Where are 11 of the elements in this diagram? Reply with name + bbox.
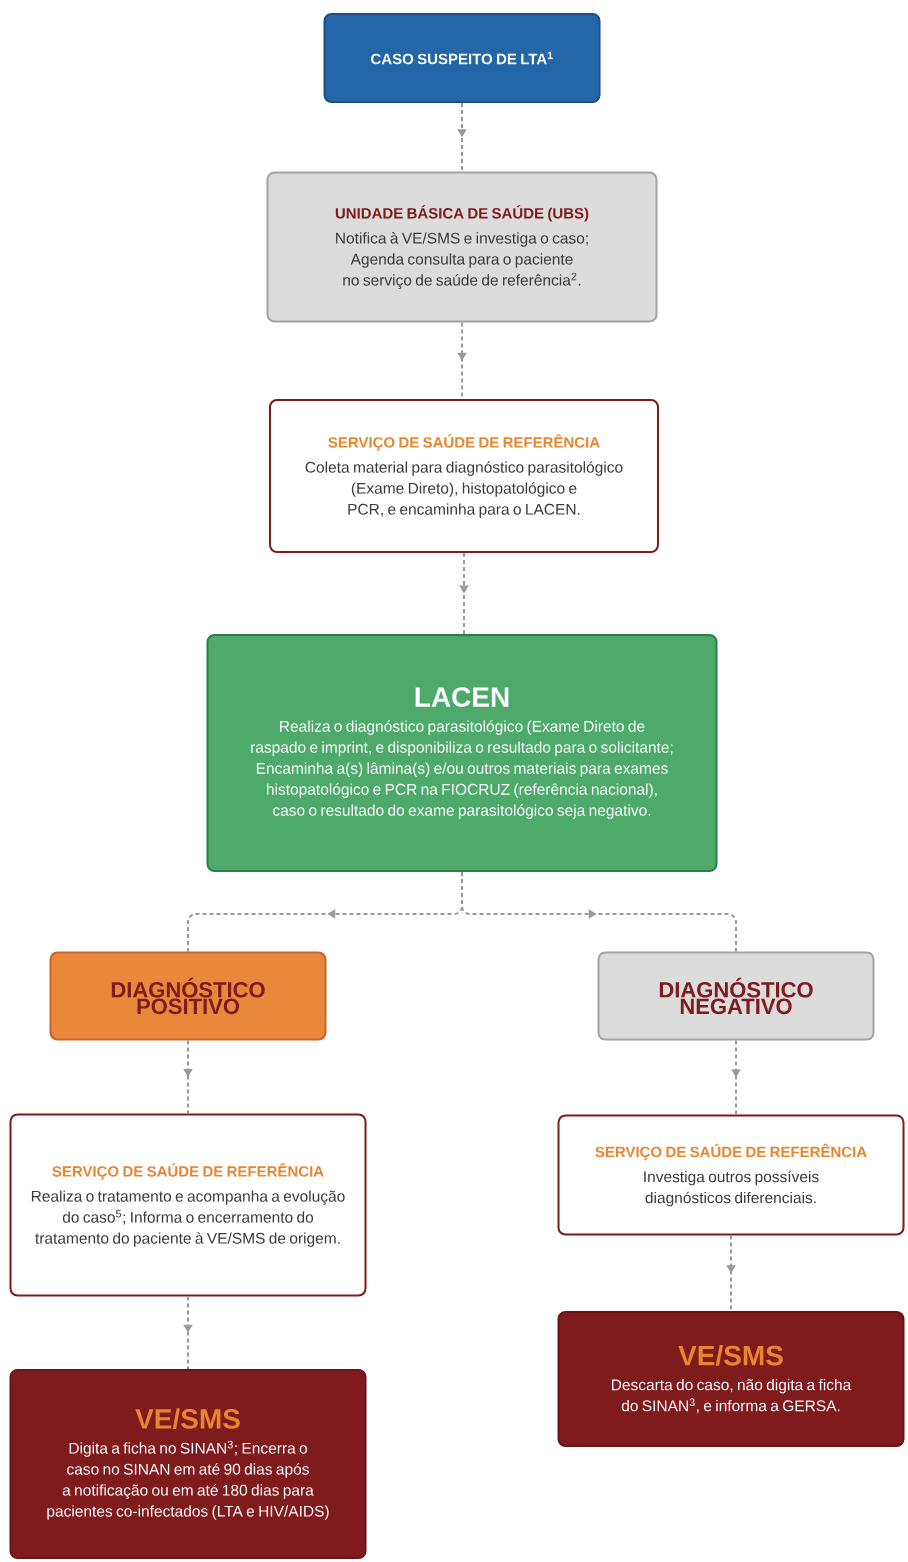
process-box: SERVIÇO DE SAÚDE DE REFERÊNCIA Realiza o tratamento e acompanha a evolução do caso$^{5}$; Informa o encerramento do tratamento do paciente à VE/SMS de origem. xyxy=(9,1113,367,1297)
process-box: CASO SUSPEITO DE LTA$^{1}$ xyxy=(323,13,601,103)
process-box: UNIDADE BÁSICA DE SAÚDE (UBS) Notifica à VE/SMS e investiga o caso; Agenda consulta para o paciente no serviço de saúde de referência$^{2}$. xyxy=(266,171,658,323)
process-box: LACEN Realiza o diagnóstico parasitológico (Exame Direto de raspado e imprint, e disponibiliza o resultado para o solicitante; Encaminha a(s) lâmina(s) e/ou outros materiais para exames histopatológico e PCR na FIOCRUZ (referência nacional), caso o resultado do exame parasitológico seja negativo. xyxy=(206,634,718,872)
process-box: VE/SMS Descarta do caso, não digita a ficha do SINAN$^{3}$, e informa a GERSA. xyxy=(557,1311,905,1447)
arrow xyxy=(461,871,737,953)
process-box: DIAGNÓSTICO NEGATIVO xyxy=(597,951,875,1041)
process-box: VE/SMS Digita a ficha no SINAN$^{3}$; Encerra o caso no SINAN em até 90 dias após a notificação ou em até 180 dias para pacientes co-infectados (LTA e HIV/AIDS) xyxy=(9,1369,367,1559)
process-box: SERVIÇO DE SAÚDE DE REFERÊNCIA Coleta material para diagnóstico parasitológico (Exame Direto), histopatológico e PCR, e encaminha para o LACEN. xyxy=(269,399,659,553)
process-box: SERVIÇO DE SAÚDE DE REFERÊNCIA Investiga outros possíveis diagnósticos diferenciais. xyxy=(557,1114,905,1236)
process-box: DIAGNÓSTICO POSITIVO xyxy=(49,951,327,1041)
